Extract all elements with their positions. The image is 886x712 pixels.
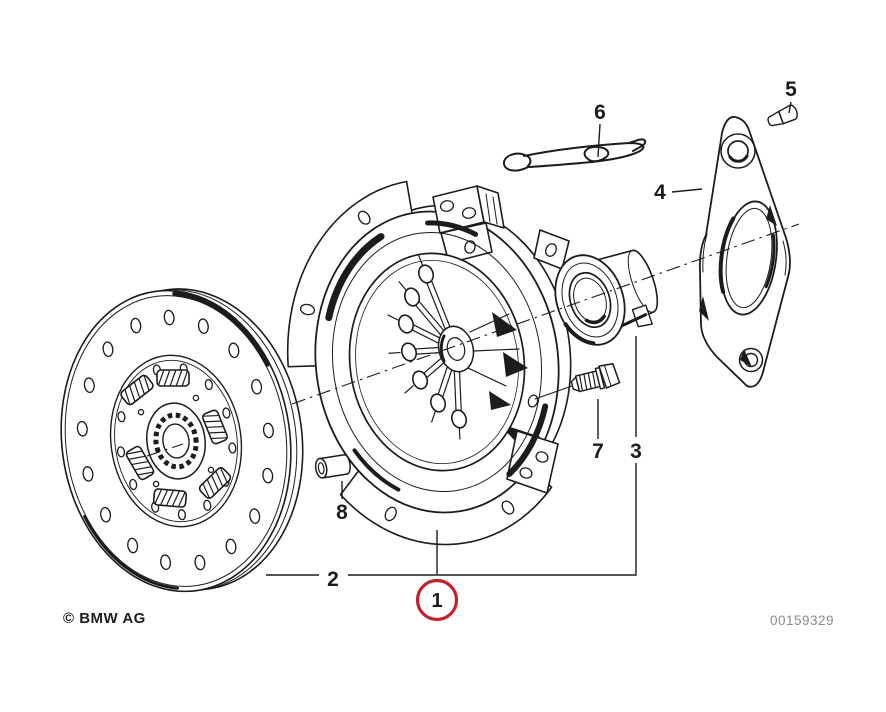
release-lever-drawing	[698, 116, 791, 388]
bmw-copyright: © BMW AG	[63, 610, 146, 627]
svg-text:2: 2	[327, 568, 339, 591]
svg-text:8: 8	[336, 501, 348, 524]
svg-text:7: 7	[592, 440, 604, 463]
callout-2[interactable]: 2	[327, 568, 339, 591]
document-number: 00159329	[770, 613, 835, 628]
svg-text:1: 1	[431, 590, 442, 612]
callout-5[interactable]: 5	[785, 78, 797, 101]
assembly-axis-line	[146, 443, 184, 457]
svg-text:4: 4	[654, 181, 666, 204]
diaphragm-spring-fingers	[387, 254, 468, 440]
leader-lines	[266, 101, 792, 576]
callout-4[interactable]: 4	[654, 181, 666, 204]
assembly-axis-line	[291, 223, 800, 405]
callout-1[interactable]: 1	[415, 578, 459, 622]
svg-text:3: 3	[630, 440, 642, 463]
pressure-plate-drawing	[286, 180, 572, 546]
retaining-clip-drawing	[503, 138, 647, 172]
callout-6[interactable]: 6	[594, 101, 606, 124]
bolt-drawing	[570, 362, 621, 393]
kit-highlight-circle	[415, 578, 459, 622]
svg-text:5: 5	[785, 78, 797, 101]
dowel-pin-drawing	[314, 453, 351, 479]
damper-springs	[120, 369, 232, 508]
callout-7[interactable]: 7	[592, 440, 604, 463]
svg-text:6: 6	[594, 101, 606, 124]
clutch-disc-drawing	[60, 288, 304, 593]
callout-8[interactable]: 8	[336, 501, 348, 524]
callout-3[interactable]: 3	[630, 440, 642, 463]
bolt-centerline	[534, 385, 573, 400]
release-bearing-drawing	[554, 249, 659, 346]
pivot-pin-drawing	[767, 104, 798, 127]
